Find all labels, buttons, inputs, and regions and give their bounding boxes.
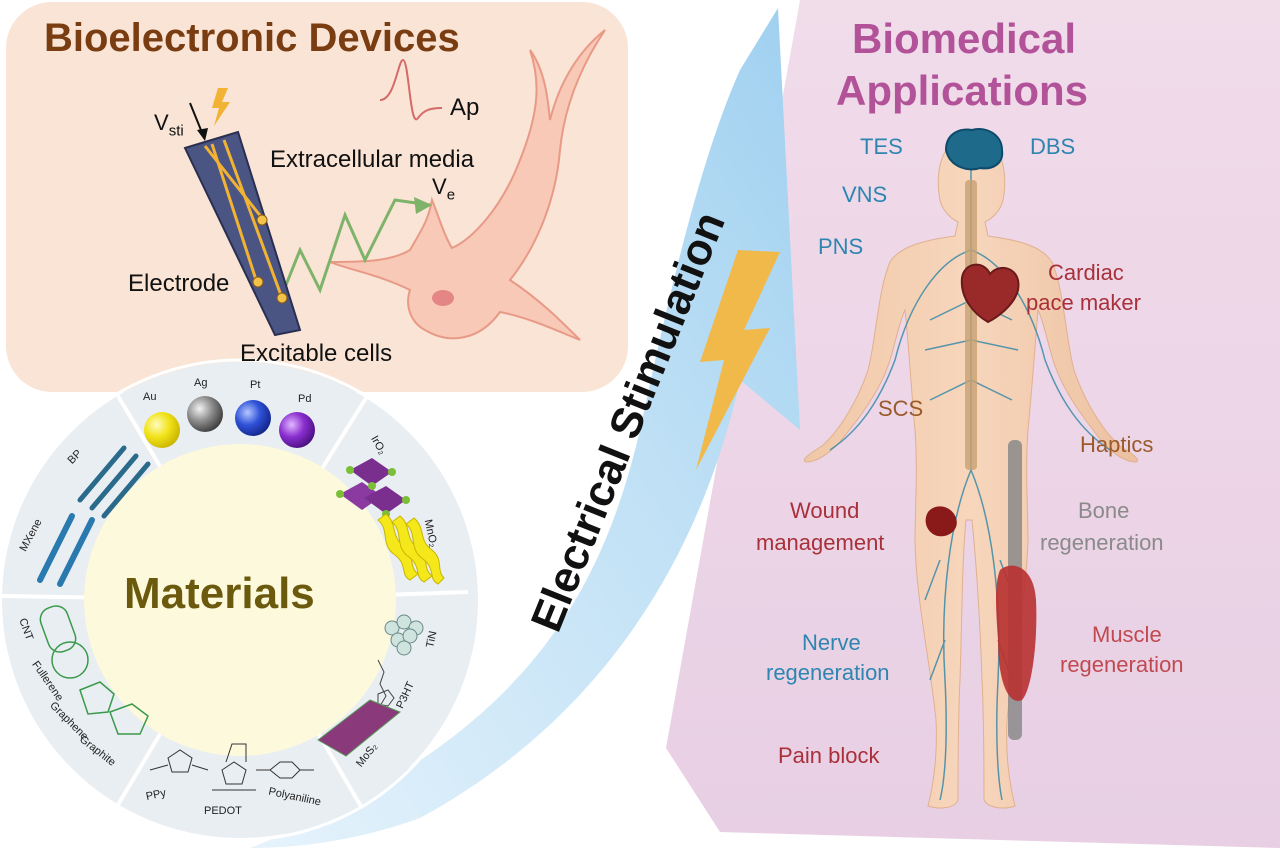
ag-label: Ag [194, 377, 208, 389]
iro2-crystal [336, 458, 410, 518]
stimulation-arrow [250, 8, 800, 848]
pns-label: PNS [818, 234, 864, 259]
ve-label: Ve [432, 174, 456, 204]
tes-label: TES [860, 134, 903, 159]
polymer-structures [149, 743, 314, 791]
muscle-label-2: regeneration [1060, 652, 1184, 677]
au-sphere [144, 412, 180, 448]
dbs-label: DBS [1030, 134, 1076, 159]
signal-arrowhead [414, 197, 432, 214]
muscle-label-1: Muscle [1092, 622, 1162, 647]
pt-sphere [235, 400, 271, 436]
pedot-label: PEDOT [204, 805, 242, 817]
wound-label-2: management [756, 530, 885, 555]
mno2-layers [377, 513, 445, 585]
nerve-label-1: Nerve [802, 630, 861, 655]
materials-title: Materials [124, 569, 315, 618]
action-potential-trace [379, 58, 443, 121]
small-bolt-icon [212, 88, 230, 126]
p3ht-structure [377, 659, 395, 707]
vns-label: VNS [842, 182, 888, 207]
brain-icon [944, 128, 1004, 171]
muscle-icon [996, 565, 1037, 701]
cardiac-label-1: Cardiac [1048, 260, 1124, 285]
vsti-label: Vsti [154, 110, 184, 140]
carbon-allotropes [39, 605, 149, 735]
electrode-illustration [183, 130, 302, 337]
au-label: Au [143, 391, 157, 403]
bp-structure [77, 445, 151, 519]
signal-zigzag [278, 198, 431, 301]
heart-icon [960, 263, 1020, 324]
mos2-sheet [317, 699, 401, 757]
ap-label: Ap [450, 94, 480, 121]
neuron-illustration [329, 29, 606, 341]
devices-title: Bioelectronic Devices [44, 16, 460, 60]
ag-sphere [187, 396, 223, 432]
vsti-sub: sti [168, 122, 184, 140]
pd-sphere [279, 412, 315, 448]
wound-icon [925, 506, 957, 537]
excitable-label: Excitable cells [240, 340, 393, 367]
tin-cluster [384, 614, 424, 656]
scs-label: SCS [878, 396, 924, 421]
ve-sub: e [446, 186, 456, 204]
haptics-label: Haptics [1080, 432, 1154, 457]
materials-center [84, 444, 396, 756]
spine [965, 180, 977, 470]
human-body-illustration [804, 128, 1138, 809]
mxene-structure [37, 513, 95, 587]
neuron-nucleus [432, 290, 454, 306]
bone-label-2: regeneration [1040, 530, 1164, 555]
nerve-label-2: regeneration [766, 660, 890, 685]
vsti-letter: V [154, 110, 169, 135]
lightning-bolt-icon [696, 250, 780, 470]
applications-title-1: Biomedical [852, 15, 1077, 62]
pt-label: Pt [250, 379, 261, 391]
applications-title-2: Applications [836, 67, 1089, 114]
cardiac-label-2: pace maker [1026, 290, 1141, 315]
electrode-label: Electrode [128, 270, 230, 297]
wound-label-1: Wound [790, 498, 860, 523]
ve-letter: V [432, 174, 447, 199]
bone-label-1: Bone [1078, 498, 1130, 523]
extracellular-label: Extracellular media [270, 146, 475, 173]
pd-label: Pd [298, 393, 312, 405]
pain-label: Pain block [778, 743, 880, 768]
